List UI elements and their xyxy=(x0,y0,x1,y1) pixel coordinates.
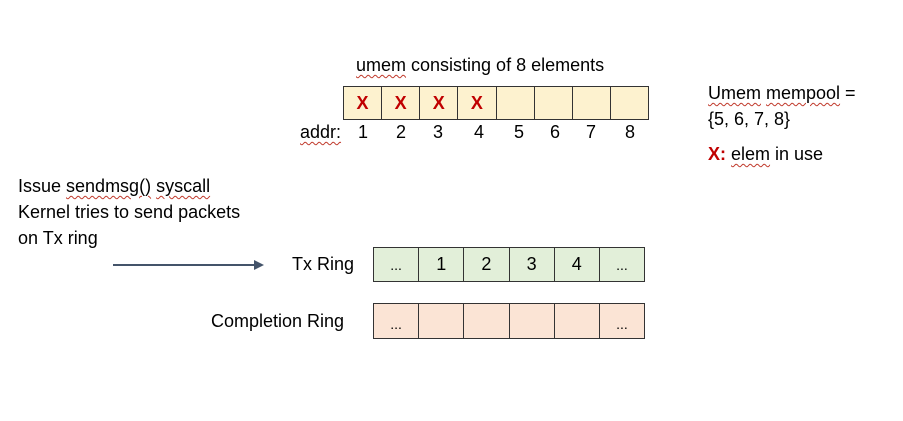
completion-ring-cell xyxy=(419,304,465,338)
completion-ring-cell xyxy=(464,304,510,338)
issue-text: Issue sendmsg() syscall Kernel tries to … xyxy=(18,173,240,251)
issue-line-3: on Tx ring xyxy=(18,228,98,248)
tx-ring-cell: 1 xyxy=(419,248,465,281)
addr-number: 3 xyxy=(432,122,443,142)
completion-ring-cell: ... xyxy=(616,316,628,332)
addr-row: 1 2 3 4 5 6 7 8 xyxy=(343,122,649,144)
mempool-label: Umem mempool = xyxy=(708,83,856,104)
umem-cell: X xyxy=(420,87,459,119)
mempool-equals: = xyxy=(840,83,856,103)
umem-title: umem consisting of 8 elements xyxy=(356,55,604,76)
issue-line-1: Issue sendmsg() syscall xyxy=(18,173,240,199)
legend: X: elem in use xyxy=(708,144,823,165)
addr-number: 7 xyxy=(585,122,596,142)
tx-ring-label: Tx Ring xyxy=(292,254,355,274)
issue-syscall-word: syscall xyxy=(156,176,211,196)
completion-ring-label: Completion Ring xyxy=(211,311,345,331)
umem-cell xyxy=(611,87,648,119)
umem-cell xyxy=(497,87,535,119)
addr-number: 8 xyxy=(624,122,635,142)
umem-cell: X xyxy=(458,87,497,119)
umem-title-word: umem xyxy=(356,55,407,75)
addr-label: addr: xyxy=(300,122,341,143)
tx-ring-cell: ... xyxy=(374,248,420,281)
arrow-right-icon xyxy=(113,260,264,270)
completion-ring-cell xyxy=(510,304,555,338)
legend-marker: X: xyxy=(708,144,726,164)
umem-cell: X xyxy=(344,87,383,119)
umem-cell: X xyxy=(382,87,421,119)
issue-line-2: Kernel tries to send packets xyxy=(18,202,241,222)
legend-rest: in use xyxy=(770,144,824,164)
addr-label-text: addr: xyxy=(300,122,342,142)
issue-syscall-name: sendmsg() xyxy=(66,176,152,196)
tx-ring: ... 1 2 3 4 ... xyxy=(373,247,645,282)
umem-title-rest: consisting of 8 elements xyxy=(406,55,605,75)
issue-prefix: Issue xyxy=(18,176,67,196)
umem-cell xyxy=(535,87,573,119)
tx-ring-cell: 4 xyxy=(555,248,600,281)
completion-ring-cell xyxy=(555,304,600,338)
umem-array: X X X X xyxy=(343,86,649,120)
mempool-word: Umem xyxy=(708,83,761,103)
completion-ring: ... ... xyxy=(373,303,645,339)
tx-ring-cell: 3 xyxy=(510,248,555,281)
addr-number: 1 xyxy=(357,122,368,142)
addr-number: 5 xyxy=(513,122,524,142)
mempool-word: mempool xyxy=(766,83,841,103)
completion-ring-cell: ... xyxy=(374,304,420,338)
umem-cell xyxy=(573,87,611,119)
addr-number: 4 xyxy=(473,122,484,142)
tx-ring-cell: ... xyxy=(616,256,628,273)
tx-ring-cell: 2 xyxy=(464,248,510,281)
addr-number: 2 xyxy=(395,122,406,142)
mempool-set: {5, 6, 7, 8} xyxy=(708,109,791,129)
addr-number: 6 xyxy=(549,122,560,142)
legend-word: elem xyxy=(731,144,771,164)
